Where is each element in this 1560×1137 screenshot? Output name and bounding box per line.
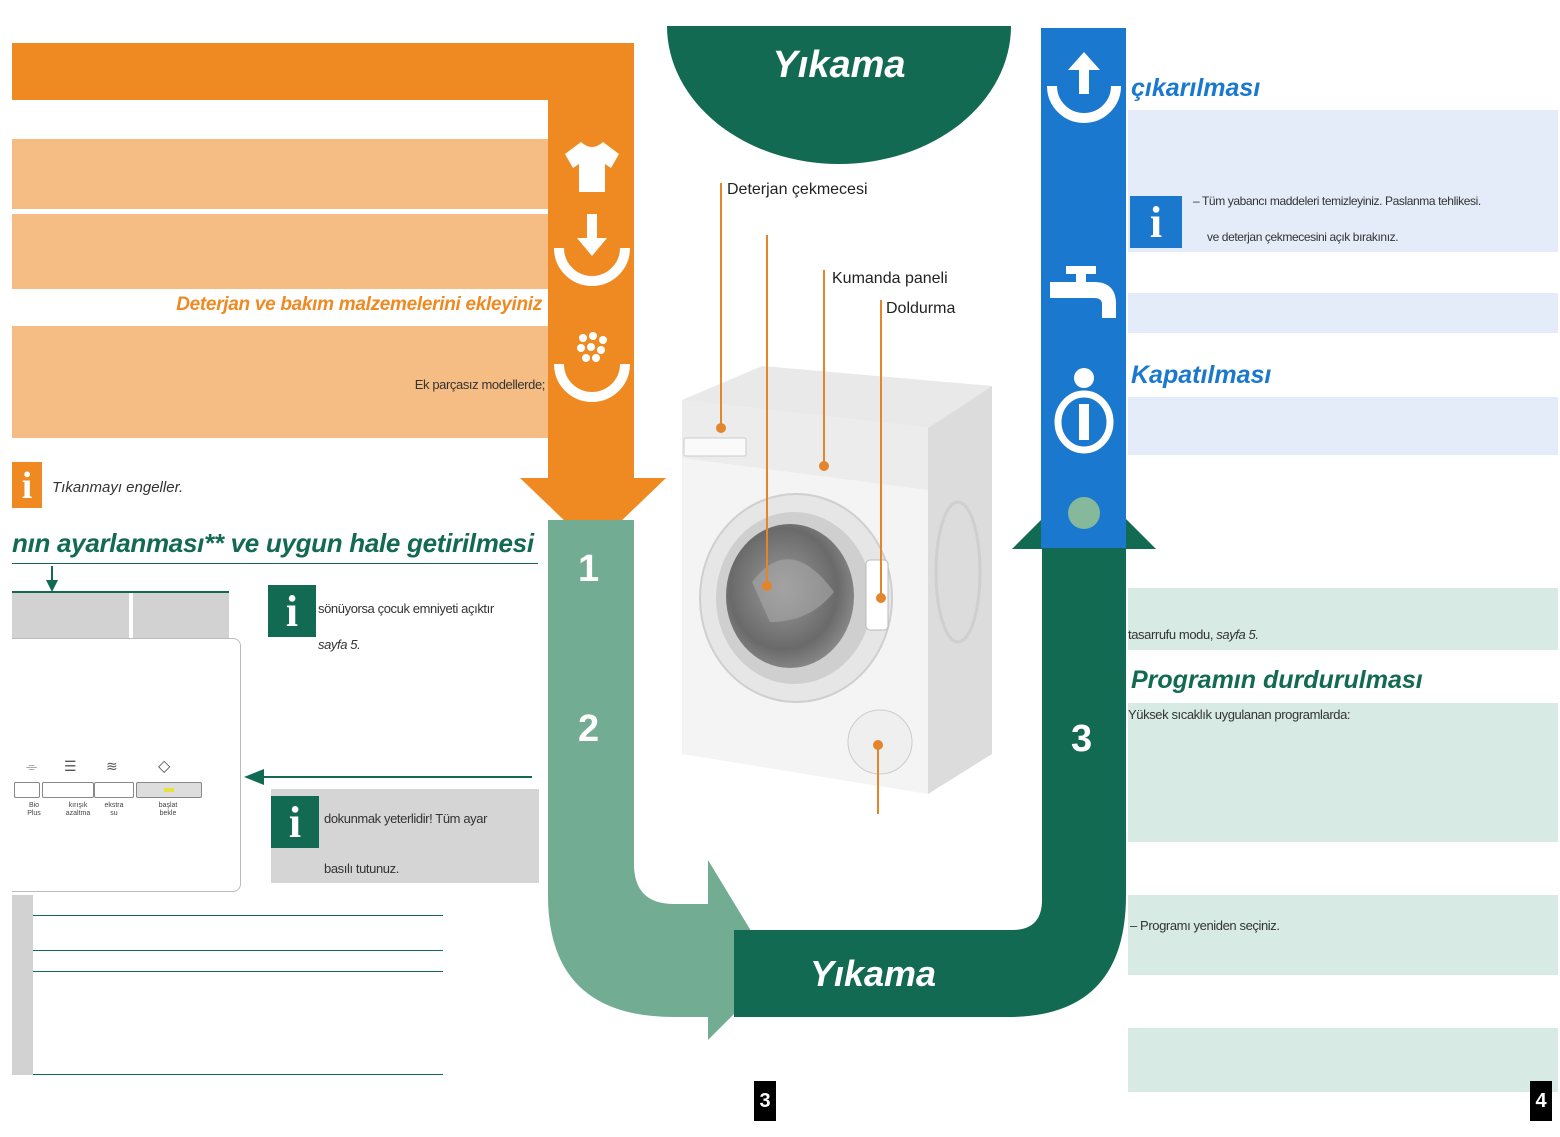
orange-note: Ek parçasız modellerde; (414, 377, 546, 392)
heading-underline (12, 563, 538, 564)
unload-laundry-icon (1047, 52, 1121, 123)
water-tap-icon (1050, 266, 1116, 318)
panel-button (94, 782, 134, 798)
heading-program-stop: Programın durdurulması (1131, 666, 1423, 694)
callout-dot-control (819, 461, 829, 471)
info-icon: i (12, 462, 42, 508)
green-curve-arrow (734, 477, 1156, 1017)
callout-line-detergent (720, 183, 722, 428)
blue-band-3 (1128, 397, 1558, 455)
panel-button (42, 782, 94, 798)
info-text-foreign-objects: – Tüm yabancı maddeleri temizleyiniz. Pa… (1193, 194, 1481, 208)
panel-button (14, 782, 40, 798)
info-icon: i (271, 796, 319, 848)
eco-mode-text: tasarrufu modu, sayfa 5. (1128, 627, 1259, 642)
callout-dot-door (762, 581, 772, 591)
heading-shutdown: Kapatılması (1131, 361, 1272, 389)
start-pause-icon: ◇ (158, 758, 171, 775)
pointer-line (260, 776, 532, 778)
orange-band-2 (12, 214, 548, 289)
info-text-page-ref: sayfa 5. (318, 637, 361, 652)
washing-machine-illustration (682, 366, 992, 794)
green-band-4 (1128, 1028, 1558, 1092)
teal-curve-arrow (548, 520, 776, 1040)
power-off-icon (1054, 368, 1114, 454)
heading-removal: çıkarılması (1131, 74, 1261, 102)
grey-block-1 (12, 593, 129, 641)
info-text-child-lock: sönüyorsa çocuk emniyeti açıktır (318, 601, 494, 616)
blue-band-1 (1128, 110, 1558, 252)
callout-dot-filter (873, 740, 883, 750)
laundry-shirt-icon (565, 142, 619, 192)
pointer-arrowhead (244, 769, 264, 785)
info-text-hold: basılı tutunuz. (324, 861, 399, 876)
eco-mode-page-ref: sayfa 5. (1216, 627, 1259, 642)
page-number-left: 3 (754, 1081, 776, 1121)
table-side-bar (12, 895, 33, 1075)
callout-line-fill (880, 300, 882, 598)
info-text-touch: dokunmak yeterlidir! Tüm ayar (324, 811, 488, 826)
grey-block-line (12, 591, 229, 593)
step-number-2: 2 (578, 708, 600, 750)
reselect-program-text: – Programı yeniden seçiniz. (1130, 918, 1280, 933)
info-icon: i (1130, 196, 1182, 248)
info-text-clog: Tıkanmayı engeller. (52, 479, 184, 496)
panel-icon: ☰ (64, 758, 77, 774)
table-rule (33, 1074, 443, 1075)
table-rule (33, 915, 443, 916)
orange-top-band (12, 43, 634, 100)
down-arrow-marker (46, 566, 58, 592)
info-text-drawer-open: ve deterjan çekmecesini açık bırakınız. (1207, 230, 1399, 244)
start-button (136, 782, 202, 798)
label-fill: Doldurma (886, 300, 956, 317)
eco-mode-plain: tasarrufu modu, (1128, 627, 1217, 642)
load-laundry-icon (554, 214, 630, 286)
callout-line-control (823, 270, 825, 466)
callout-line-door (766, 235, 768, 585)
panel-icon: ⌯ (26, 758, 38, 774)
step-number-3: 3 (1071, 718, 1093, 760)
orange-band-3 (12, 326, 548, 438)
callout-dot-detergent (716, 423, 726, 433)
control-panel-illustration (12, 638, 241, 892)
detergent-icon (554, 332, 630, 402)
blue-band-2 (1128, 293, 1558, 333)
page-number-right: 4 (1530, 1081, 1552, 1121)
table-rule (33, 971, 443, 972)
green-band-3 (1128, 895, 1558, 975)
green-band-2 (1128, 703, 1558, 842)
table-rule (33, 950, 443, 951)
section-heading-settings: nın ayarlanması** ve uygun hale getirilm… (12, 528, 534, 558)
label-control-panel: Kumanda paneli (832, 270, 948, 287)
indicator-dot (1068, 497, 1100, 529)
callout-dot-fill (876, 593, 886, 603)
grey-block-2 (133, 593, 229, 641)
orange-arrow-head (520, 478, 666, 548)
callout-line-filter (877, 744, 879, 814)
panel-icon: ≋ (106, 758, 118, 774)
orange-band-1 (12, 139, 548, 209)
top-title: Yıkama (772, 44, 906, 86)
green-band-1 (1128, 588, 1558, 650)
orange-heading: Deterjan ve bakım malzemelerini ekleyini… (176, 294, 542, 315)
label-detergent-drawer: Deterjan çekmecesi (727, 181, 868, 198)
step-number-1: 1 (578, 548, 600, 590)
info-icon: i (268, 585, 316, 637)
high-temp-text: Yüksek sıcaklık uygulanan programlarda: (1128, 707, 1351, 722)
top-title-semicircle (667, 26, 1011, 164)
bottom-title: Yıkama (809, 953, 937, 994)
